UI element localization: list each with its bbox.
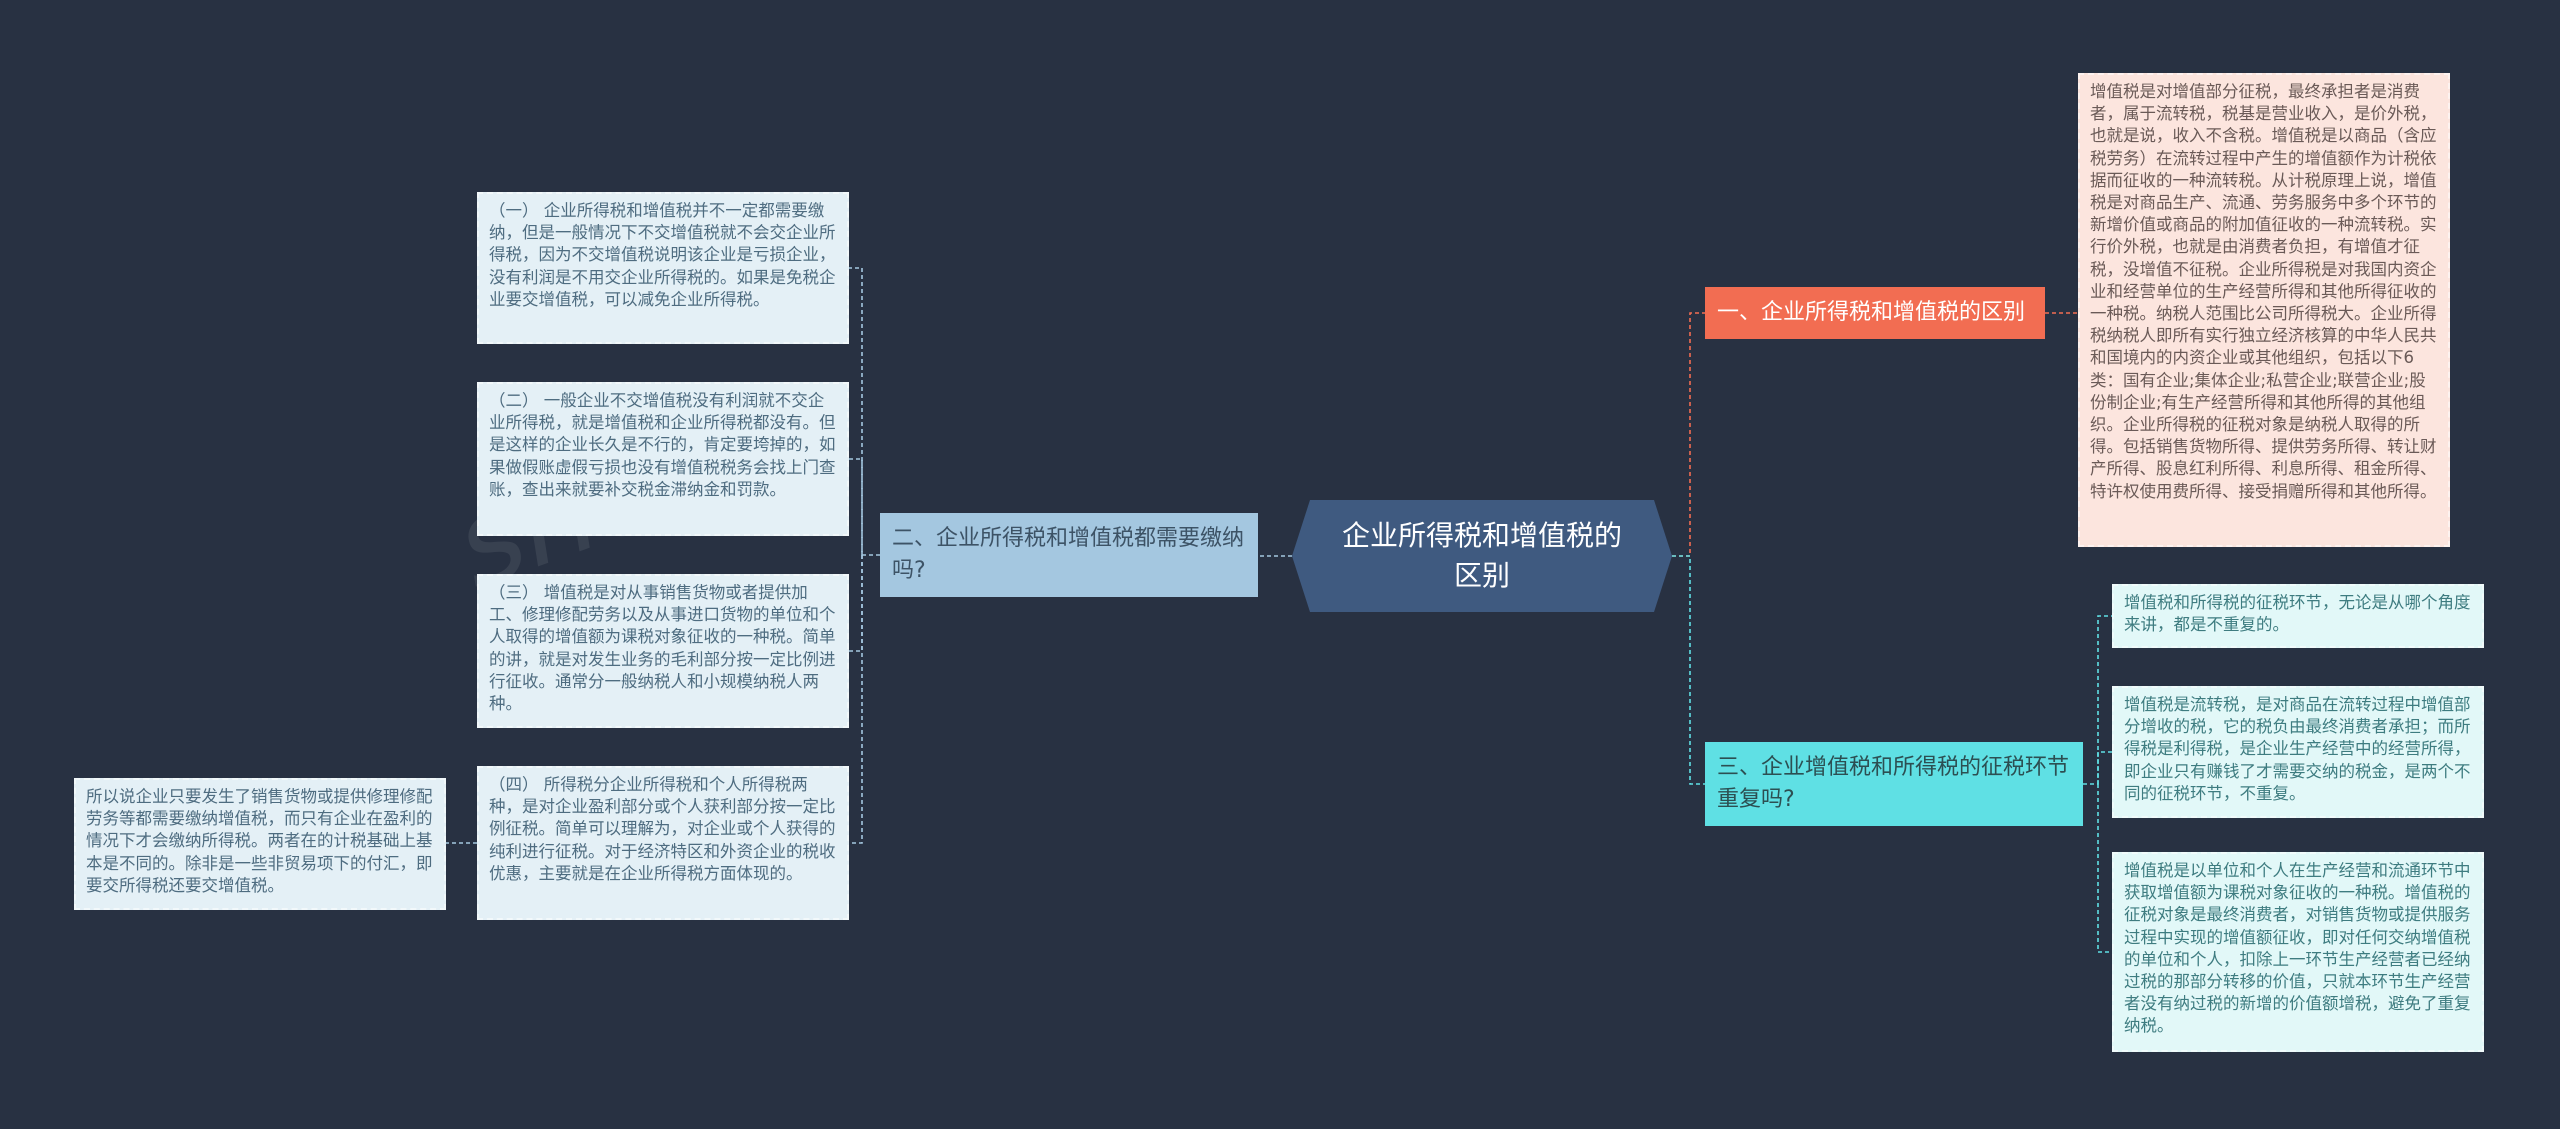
leaf-b2-4-1-text: 所以说企业只要发生了销售货物或提供修理修配劳务等都需要缴纳增值税，而只有企业在盈… bbox=[86, 787, 433, 895]
link-b3-leaf1 bbox=[2083, 615, 2112, 785]
root-label: 企业所得税和增值税的区别 bbox=[1341, 519, 1622, 592]
leaf-b2-4-1[interactable]: 所以说企业只要发生了销售货物或提供修理修配劳务等都需要缴纳增值税，而只有企业在盈… bbox=[74, 778, 446, 910]
leaf-b2-3-text: （三） 增值税是对从事销售货物或者提供加工、修理修配劳务以及从事进口货物的单位和… bbox=[489, 583, 836, 714]
branch-2-node[interactable]: 二、企业所得税和增值税都需要缴纳吗? bbox=[880, 513, 1258, 597]
leaf-b2-4[interactable]: （四） 所得税分企业所得税和个人所得税两种，是对企业盈利部分或个人获利部分按一定… bbox=[477, 766, 849, 920]
leaf-b2-2-text: （二） 一般企业不交增值税没有利润就不交企业所得税，就是增值税和企业所得税都没有… bbox=[489, 391, 836, 499]
leaf-b3-3-text: 增值税是以单位和个人在生产经营和流通环节中获取增值额为课税对象征收的一种税。增值… bbox=[2124, 861, 2471, 1036]
branch-1-node[interactable]: 一、企业所得税和增值税的区别 bbox=[1705, 287, 2045, 339]
link-b2-leaf3 bbox=[849, 555, 863, 652]
leaf-b2-1-text: （一） 企业所得税和增值税并不一定都需要缴纳，但是一般情况下不交增值税就不会交企… bbox=[489, 201, 836, 309]
leaf-b1-1[interactable]: 增值税是对增值部分征税，最终承担者是消费者，属于流转税，税基是营业收入，是价外税… bbox=[2078, 73, 2450, 547]
leaf-b2-4-text: （四） 所得税分企业所得税和个人所得税两种，是对企业盈利部分或个人获利部分按一定… bbox=[489, 775, 836, 883]
link-b2-leaf2 bbox=[849, 458, 863, 555]
link-b2-leaf4 bbox=[849, 555, 863, 844]
leaf-b2-3[interactable]: （三） 增值税是对从事销售货物或者提供加工、修理修配劳务以及从事进口货物的单位和… bbox=[477, 574, 849, 728]
branch-3-label: 三、企业增值税和所得税的征税环节重复吗? bbox=[1717, 755, 2070, 812]
leaf-b3-1-text: 增值税和所得税的征税环节，无论是从哪个角度来讲，都是不重复的。 bbox=[2124, 593, 2471, 635]
leaf-b2-2[interactable]: （二） 一般企业不交增值税没有利润就不交企业所得税，就是增值税和企业所得税都没有… bbox=[477, 382, 849, 536]
link-b3-leaf3 bbox=[2097, 784, 2112, 953]
leaf-b3-2-text: 增值税是流转税，是对商品在流转过程中增值部分增收的税，它的税负由最终消费者承担；… bbox=[2124, 695, 2471, 803]
leaf-b3-2[interactable]: 增值税是流转税，是对商品在流转过程中增值部分增收的税，它的税负由最终消费者承担；… bbox=[2112, 686, 2484, 818]
leaf-b1-1-text: 增值税是对增值部分征税，最终承担者是消费者，属于流转税，税基是营业收入，是价外税… bbox=[2090, 82, 2437, 501]
leaf-b3-3[interactable]: 增值税是以单位和个人在生产经营和流通环节中获取增值额为课税对象征收的一种税。增值… bbox=[2112, 852, 2484, 1052]
link-root-b3 bbox=[1672, 555, 1705, 785]
leaf-b2-1[interactable]: （一） 企业所得税和增值税并不一定都需要缴纳，但是一般情况下不交增值税就不会交企… bbox=[477, 192, 849, 344]
branch-3-node[interactable]: 三、企业增值税和所得税的征税环节重复吗? bbox=[1705, 742, 2083, 826]
link-root-b1 bbox=[1672, 312, 1705, 557]
link-b3-leaf2 bbox=[2097, 751, 2112, 784]
branch-2-label: 二、企业所得税和增值税都需要缴纳吗? bbox=[892, 526, 1245, 583]
leaf-b3-1[interactable]: 增值税和所得税的征税环节，无论是从哪个角度来讲，都是不重复的。 bbox=[2112, 584, 2484, 648]
link-b2-leaf1 bbox=[849, 267, 880, 556]
branch-1-label: 一、企业所得税和增值税的区别 bbox=[1717, 300, 2026, 325]
root-node[interactable]: 企业所得税和增值税的区别 bbox=[1292, 500, 1672, 612]
